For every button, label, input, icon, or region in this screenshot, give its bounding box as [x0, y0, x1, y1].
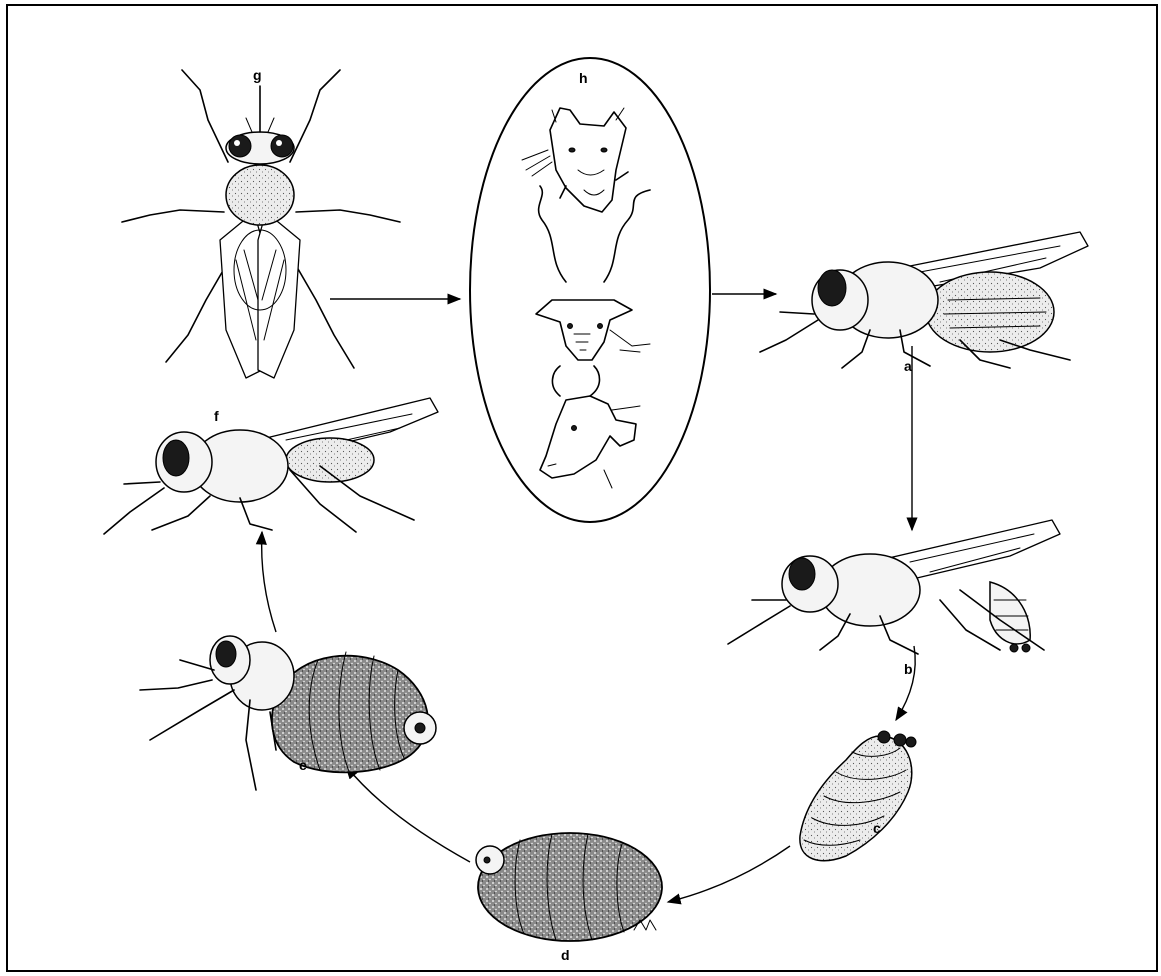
- pupa-emerging-fly-icon: [140, 636, 436, 790]
- label-c: c: [873, 820, 881, 836]
- larviposition-fly-icon: [728, 520, 1060, 654]
- label-h: h: [579, 70, 588, 86]
- label-d: d: [561, 947, 570, 963]
- puparium-icon: [476, 833, 662, 941]
- arrow-d-to-e: [346, 766, 470, 862]
- cattle-icon: [540, 366, 640, 488]
- label-f: f: [214, 408, 219, 424]
- arrow-c-to-d: [668, 846, 790, 902]
- fed-adult-fly-icon: [760, 232, 1088, 368]
- warthog-icon: [522, 108, 628, 212]
- teneral-adult-fly-icon: [104, 398, 438, 534]
- label-a: a: [904, 358, 912, 374]
- kudu-icon: [536, 186, 650, 360]
- label-g: g: [253, 67, 262, 83]
- host-oval: [470, 58, 710, 522]
- larva-icon: [800, 731, 916, 861]
- label-e: e: [299, 757, 307, 773]
- adult-fly-dorsal-icon: [122, 70, 400, 378]
- arrow-e-to-f: [262, 532, 276, 632]
- arrow-b-to-c: [896, 646, 915, 720]
- label-b: b: [904, 661, 913, 677]
